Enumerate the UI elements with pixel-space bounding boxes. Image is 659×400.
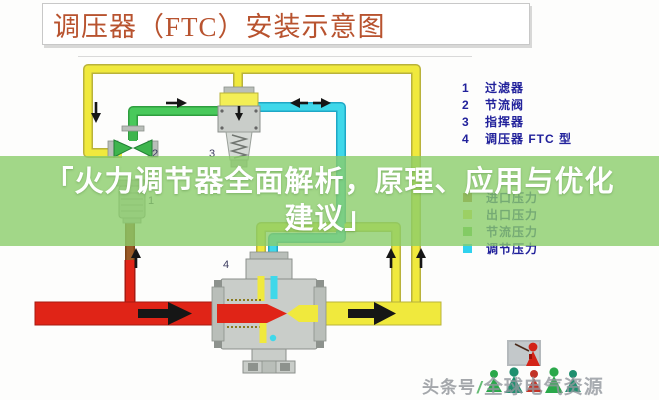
legend-item-throttle: 2 节流阀	[462, 97, 525, 113]
callout-pilot: 3	[209, 148, 215, 160]
ftc-regulator	[211, 251, 327, 374]
regulating-color-swatch	[463, 244, 472, 253]
teacher-logo-icon	[507, 340, 541, 366]
headline-banner: 「火力调节器全面解析，原理、应用与优化 建议」	[0, 156, 659, 246]
watermark: 头条号/全球电气资源	[422, 336, 657, 398]
legend-item-pilot: 3 指挥器	[462, 114, 525, 130]
headline-line1: 「火力调节器全面解析，原理、应用与优化	[44, 166, 615, 198]
watermark-text: 头条号/全球电气资源	[422, 377, 604, 398]
page-title: 调压器（FTC）安装示意图	[53, 11, 386, 42]
component-legend: 1 过滤器 2 节流阀 3 指挥器 4 调压器 FTC 型	[462, 79, 572, 147]
throttle-valve	[107, 125, 159, 158]
legend-item-regulator: 4 调压器 FTC 型	[462, 131, 572, 147]
callout-regulator: 4	[223, 259, 229, 271]
divider	[78, 56, 472, 57]
pilot-device	[217, 86, 261, 168]
watermark-separator: /	[477, 378, 483, 397]
flow-arrows	[91, 98, 426, 325]
legend-item-filter: 1 过滤器	[462, 80, 525, 96]
audience-icons	[486, 367, 581, 393]
callout-throttle: 2	[152, 148, 158, 160]
headline-line2: 建议」	[284, 203, 375, 235]
title-box: 调压器（FTC）安装示意图	[42, 3, 530, 45]
